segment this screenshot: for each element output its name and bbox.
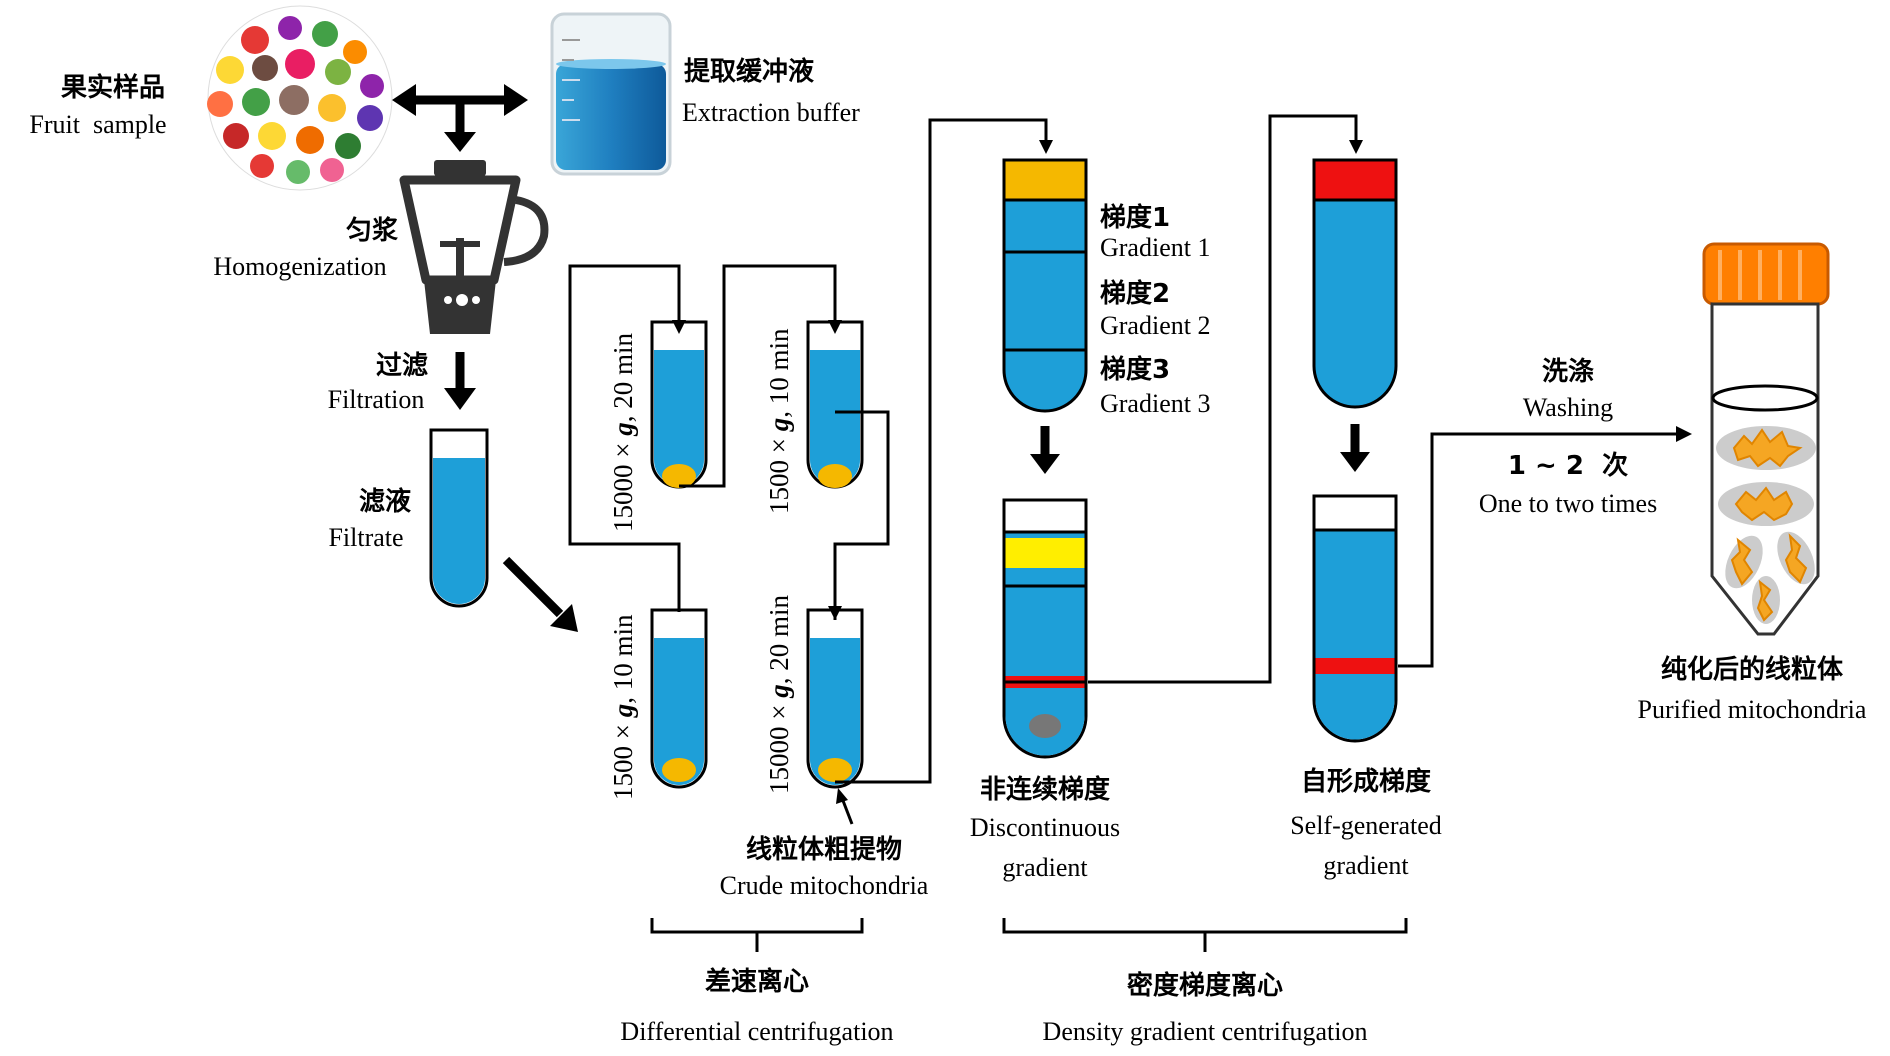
fruit-label-zh: 果实样品 <box>61 72 165 103</box>
filtrate-label-en: Filtrate <box>328 523 403 552</box>
differential-connectors <box>568 118 1048 784</box>
gradient-2-zh: 梯度2 <box>1100 278 1170 309</box>
tube-spin-4 <box>806 608 864 789</box>
differential-label-zh: 差速离心 <box>705 966 809 997</box>
fruit-sample-icon <box>207 5 393 191</box>
filtration-arrow-icon <box>444 352 476 410</box>
purified-label-zh: 纯化后的线粒体 <box>1661 654 1844 685</box>
discontinuous-label-zh: 非连续梯度 <box>980 774 1110 805</box>
gradient-1-zh: 梯度1 <box>1100 202 1170 233</box>
discontinuous-label-en1: Discontinuous <box>970 813 1120 842</box>
crude-label-en: Crude mitochondria <box>720 871 929 900</box>
tube-spin-2 <box>650 320 708 489</box>
washing-arrow <box>1398 432 1680 668</box>
homogenization-label-zh: 匀浆 <box>346 215 399 246</box>
filtrate-tube-icon <box>429 428 489 608</box>
beaker-icon <box>550 12 672 176</box>
blender-icon <box>399 160 549 334</box>
crude-label-zh: 线粒体粗提物 <box>746 834 902 865</box>
tube-spin-1 <box>650 608 708 789</box>
gradient-2-en: Gradient 2 <box>1100 311 1210 340</box>
self-generated-result-tube <box>1312 494 1398 743</box>
self-generated-gradient-tube <box>1312 158 1398 409</box>
gradient-1-en: Gradient 1 <box>1100 233 1210 262</box>
down-arrow-2-icon <box>1340 424 1370 472</box>
discontinuous-label-en2: gradient <box>1002 853 1088 882</box>
selfgen-label-zh: 自形成梯度 <box>1301 766 1431 797</box>
homogenization-label-en: Homogenization <box>213 252 386 281</box>
buffer-label-en: Extraction buffer <box>682 98 860 127</box>
purified-label-en: Purified mitochondria <box>1638 695 1867 724</box>
differential-label-en: Differential centrifugation <box>620 1017 893 1046</box>
mitochondria-icon <box>1716 426 1816 624</box>
selfgen-label-en1: Self-generated <box>1290 811 1442 840</box>
gradient-3-en: Gradient 3 <box>1100 389 1210 418</box>
filtrate-label-zh: 滤液 <box>359 487 411 517</box>
mix-arrow-icon <box>392 84 528 152</box>
down-arrow-icon <box>1030 426 1060 474</box>
discontinuous-gradient-tube <box>1002 158 1088 413</box>
tube-spin-3 <box>806 320 864 489</box>
washing-times-en: One to two times <box>1479 489 1657 518</box>
buffer-label-zh: 提取缓冲液 <box>684 56 814 87</box>
spin-label-1: 1500 × g, 10 min <box>608 614 638 800</box>
filtration-label-en: Filtration <box>328 385 425 414</box>
density-bracket <box>1002 918 1408 952</box>
diagonal-arrow-icon <box>502 556 578 632</box>
density-connector <box>1088 114 1358 684</box>
fruit-label-en: Fruit sample <box>29 110 166 139</box>
washing-label-zh: 洗涤 <box>1542 357 1594 387</box>
washing-times-zh: 1 ~ 2 次 <box>1508 451 1628 481</box>
spin-label-2: 15000 × g, 20 min <box>608 333 638 532</box>
density-label-en: Density gradient centrifugation <box>1043 1017 1368 1046</box>
washing-label-en: Washing <box>1523 393 1613 422</box>
filtration-label-zh: 过滤 <box>376 351 428 381</box>
selfgen-label-en2: gradient <box>1323 851 1409 880</box>
density-label-zh: 密度梯度离心 <box>1127 970 1283 1001</box>
discontinuous-result-tube <box>1002 498 1088 759</box>
spin-label-4: 15000 × g, 20 min <box>764 595 794 794</box>
spin-label-3: 1500 × g, 10 min <box>764 328 794 514</box>
crude-pointer-arrow-icon <box>836 788 854 825</box>
gradient-3-zh: 梯度3 <box>1100 354 1170 385</box>
differential-bracket <box>650 918 864 952</box>
